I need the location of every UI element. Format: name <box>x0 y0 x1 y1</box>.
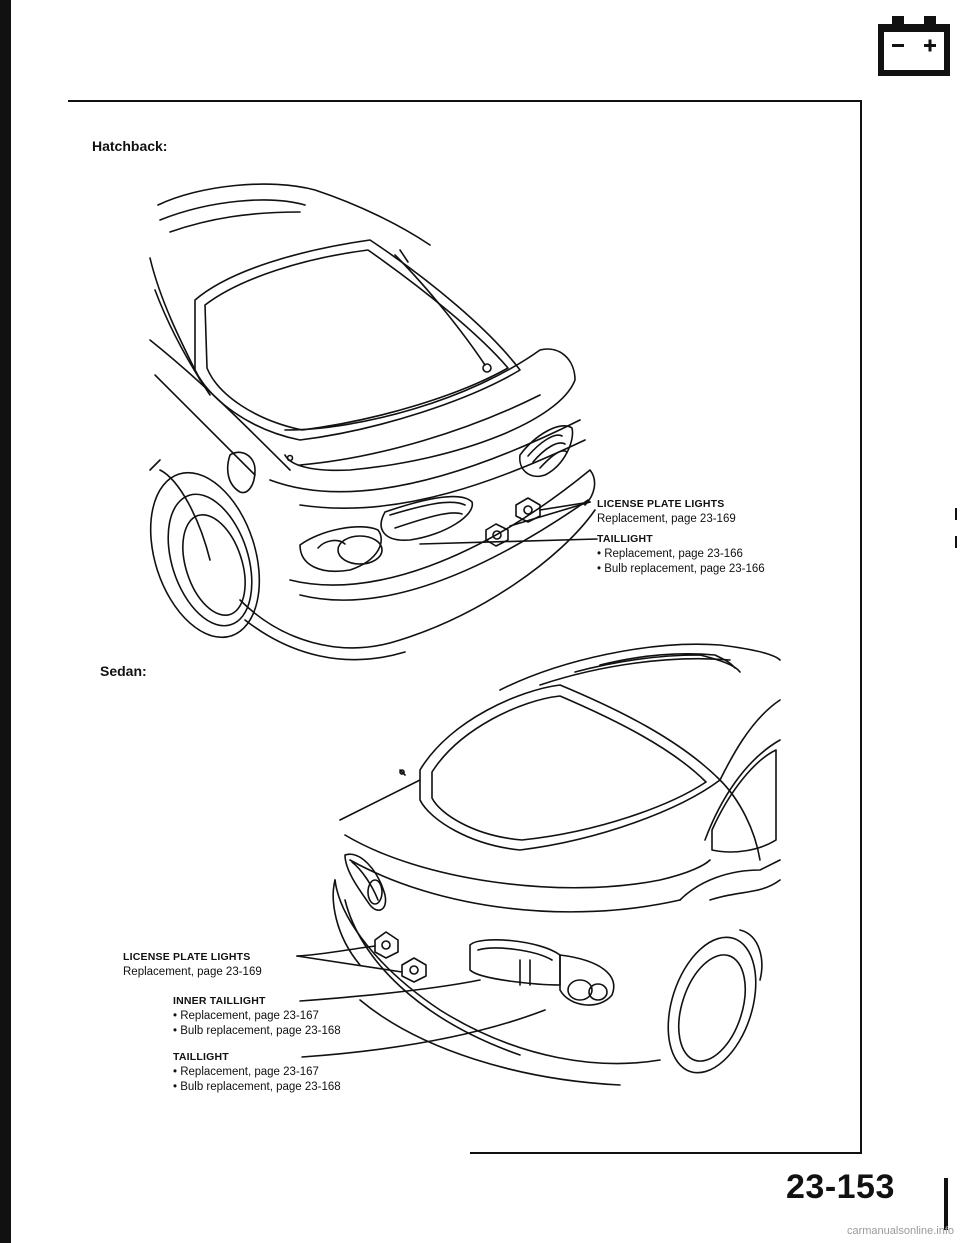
callout-title: INNER TAILLIGHT <box>173 995 266 1007</box>
callout-line: • Replacement, page 23-167 <box>173 1010 319 1022</box>
hatchback-heading: Hatchback: <box>92 138 168 154</box>
frame-right-rule <box>860 100 862 1152</box>
page-edge-mark <box>944 1178 948 1230</box>
edge-mark <box>955 536 957 548</box>
sedan-taillight-callout: TAILLIGHT • Replacement, page 23-167 • B… <box>173 1050 341 1095</box>
watermark[interactable]: carmanualsonline.info <box>846 1225 954 1237</box>
callout-title: TAILLIGHT <box>597 533 653 545</box>
sedan-inner-taillight-callout: INNER TAILLIGHT • Replacement, page 23-1… <box>173 994 341 1039</box>
sedan-heading: Sedan: <box>100 663 147 679</box>
callout-title: LICENSE PLATE LIGHTS <box>597 498 725 510</box>
sedan-license-plate-lights-callout: LICENSE PLATE LIGHTS Replacement, page 2… <box>123 950 262 980</box>
footer-rule <box>470 1152 862 1154</box>
callout-line: Replacement, page 23-169 <box>597 513 736 525</box>
callout-line: • Bulb replacement, page 23-166 <box>597 563 765 575</box>
callout-line: • Bulb replacement, page 23-168 <box>173 1081 341 1093</box>
callout-line: • Bulb replacement, page 23-168 <box>173 1025 341 1037</box>
left-margin-bar <box>0 0 11 1243</box>
callout-title: LICENSE PLATE LIGHTS <box>123 951 251 963</box>
header-rule <box>68 100 862 102</box>
callout-line: • Replacement, page 23-167 <box>173 1066 319 1078</box>
battery-icon <box>878 16 950 76</box>
hatchback-illustration <box>149 183 598 661</box>
hatchback-license-plate-lights-callout: LICENSE PLATE LIGHTS Replacement, page 2… <box>597 497 736 527</box>
callout-line: • Replacement, page 23-166 <box>597 548 743 560</box>
sedan-illustration <box>296 643 781 1086</box>
page-number: 23-153 <box>786 1168 895 1206</box>
callout-line: Replacement, page 23-169 <box>123 966 262 978</box>
callout-title: TAILLIGHT <box>173 1051 229 1063</box>
edge-mark <box>955 508 957 520</box>
hatchback-taillight-callout: TAILLIGHT • Replacement, page 23-166 • B… <box>597 532 765 577</box>
